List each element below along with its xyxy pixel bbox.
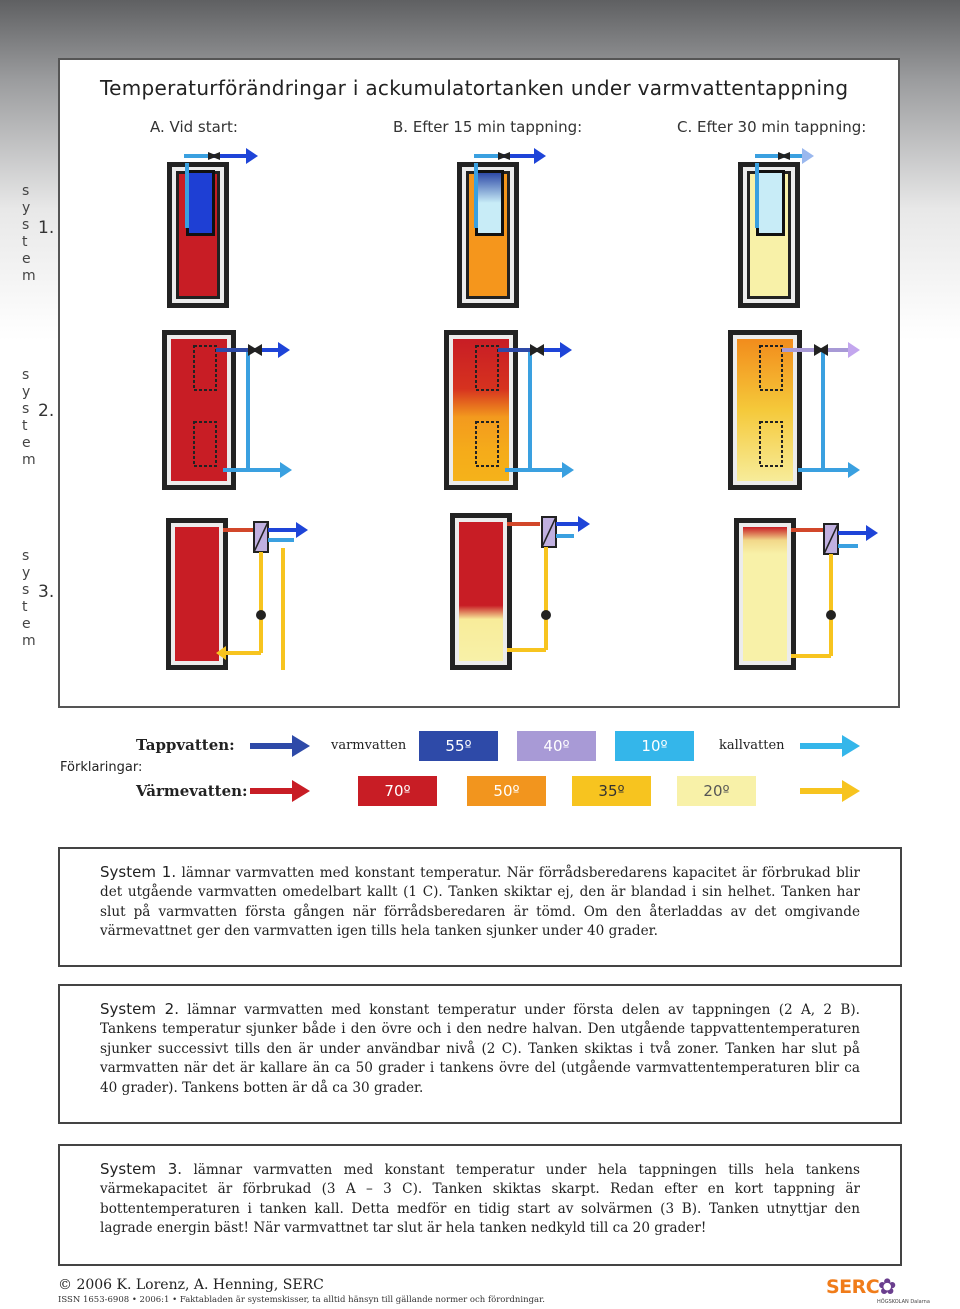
footer-note: ISSN 1653-6908 • 2006:1 • Faktabladen är… bbox=[58, 1295, 545, 1305]
legend-tap-label: Tappvatten: bbox=[136, 736, 235, 754]
tank-1b bbox=[457, 148, 546, 308]
system-3-description-body: lämnar varmvatten med konstant temperatu… bbox=[100, 1162, 861, 1237]
legend-swatch-heat-70: 70º bbox=[358, 776, 437, 806]
system-3-vertical-label: system bbox=[22, 548, 36, 649]
system-3-description: System 3. lämnar varmvatten med konstant… bbox=[58, 1144, 902, 1266]
legend-swatch-heat-20: 20º bbox=[677, 776, 756, 806]
legend-swatch-tap-55: 55º bbox=[419, 731, 498, 761]
legend-hot-water: varmvatten bbox=[331, 738, 407, 753]
legend-swatch-tap-40: 40º bbox=[517, 731, 596, 761]
tank-3a bbox=[166, 518, 308, 670]
system-3-description-heading: System 3. bbox=[100, 1160, 183, 1178]
hogskolan-dalarna-logo-text: HÖGSKOLAN Dalarna bbox=[877, 1299, 930, 1305]
column-heading-a: A. Vid start: bbox=[150, 118, 238, 136]
system-2-vertical-label: system bbox=[22, 367, 36, 468]
tank-3c bbox=[734, 518, 878, 670]
arrow-red-icon bbox=[250, 780, 310, 802]
column-heading-c: C. Efter 30 min tappning: bbox=[677, 118, 867, 136]
column-heading-b: B. Efter 15 min tappning: bbox=[393, 118, 583, 136]
tank-2b bbox=[444, 330, 574, 490]
tank-2a bbox=[162, 330, 292, 490]
legend-swatch-heat-35: 35º bbox=[572, 776, 651, 806]
legend-heading: Förklaringar: bbox=[60, 760, 143, 775]
legend-heat-label: Värmevatten: bbox=[136, 782, 248, 800]
tank-3b bbox=[450, 513, 590, 670]
system-2-description-body: lämnar varmvatten med konstant temperatu… bbox=[100, 1002, 860, 1096]
system-1-description-heading: System 1. bbox=[100, 863, 177, 881]
system-1-vertical-label: system bbox=[22, 183, 36, 284]
system-3-number: 3. bbox=[38, 582, 55, 602]
tank-1a bbox=[167, 148, 258, 308]
system-1-description: System 1. lämnar varmvatten med konstant… bbox=[58, 847, 902, 967]
arrow-yellow-icon bbox=[800, 780, 860, 802]
legend-swatch-heat-50: 50º bbox=[467, 776, 546, 806]
footer-copyright: © 2006 K. Lorenz, A. Henning, SERC bbox=[58, 1277, 324, 1293]
system-2-description: System 2. lämnar varmvatten med konstant… bbox=[58, 984, 902, 1124]
hogskolan-dalarna-logo-icon: ✿ bbox=[878, 1275, 897, 1300]
system-1-number: 1. bbox=[38, 218, 55, 238]
legend-cold-water: kallvatten bbox=[719, 738, 785, 753]
serc-logo: SERC bbox=[826, 1276, 880, 1298]
tank-1c bbox=[738, 148, 814, 308]
arrow-light-blue-icon bbox=[800, 735, 860, 757]
tank-diagrams bbox=[162, 148, 878, 670]
system-2-description-heading: System 2. bbox=[100, 1000, 179, 1018]
legend-swatch-tap-10: 10º bbox=[615, 731, 694, 761]
system-2-number: 2. bbox=[38, 401, 55, 421]
system-1-description-body: lämnar varmvatten med konstant temperatu… bbox=[100, 865, 860, 940]
arrow-dark-blue-icon bbox=[250, 735, 310, 757]
page-title: Temperaturförändringar i ackumulatortank… bbox=[100, 76, 849, 100]
tank-2c bbox=[728, 330, 860, 490]
